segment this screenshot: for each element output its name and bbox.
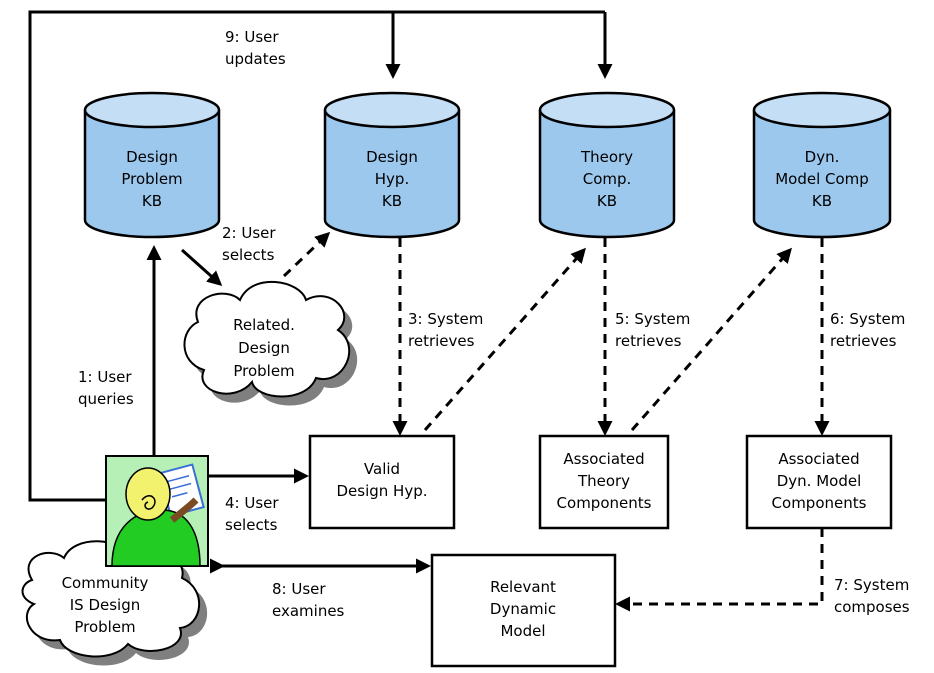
edge-9-loop-line: [28, 10, 605, 502]
relevant-dynamic-model-line-3: Model: [500, 622, 545, 640]
design-hyp-kb: Design Hyp. KB: [323, 91, 461, 239]
edge-7-system-composes: [615, 528, 824, 612]
valid-design-hyp-box: Valid Design Hyp.: [308, 434, 456, 530]
associated-theory-line-3: Components: [557, 494, 652, 512]
theory-comp-kb-line-3: KB: [597, 192, 617, 210]
relevant-dynamic-model-line-1: Relevant: [490, 578, 556, 596]
associated-dyn-model-line-1: Associated: [778, 450, 859, 468]
design-hyp-kb-line-3: KB: [382, 192, 402, 210]
associated-theory-line-2: Theory: [577, 472, 630, 490]
dyn-model-comp-kb-line-1: Dyn.: [805, 148, 840, 166]
theory-comp-kb: Theory Comp. KB: [538, 91, 676, 239]
associated-dyn-model-line-3: Components: [772, 494, 867, 512]
step-4-label-line-2: selects: [225, 516, 278, 534]
edge-2-to-related-problem: [180, 248, 223, 287]
step-6-label-line-2: retrieves: [830, 332, 897, 350]
step-3-label-line-1: 3: System: [408, 310, 483, 328]
design-hyp-kb-line-2: Hyp.: [375, 170, 409, 188]
related-design-problem-line-3: Problem: [233, 362, 294, 380]
step-9-label-line-1: 9: User: [225, 28, 279, 46]
step-6-label-line-1: 6: System: [830, 310, 905, 328]
relevant-dynamic-model-line-2: Dynamic: [490, 600, 556, 618]
design-problem-kb-line-3: KB: [142, 192, 162, 210]
community-cloud-line-3: Problem: [74, 618, 135, 636]
step-3-label-line-2: retrieves: [408, 332, 475, 350]
design-hyp-kb-line-1: Design: [366, 148, 418, 166]
dyn-model-comp-kb-line-2: Model Comp: [775, 170, 869, 188]
community-cloud-line-2: IS Design: [70, 596, 141, 614]
dyn-model-comp-kb-line-3: KB: [812, 192, 832, 210]
edge-2-to-design-hyp-kb: [282, 231, 331, 278]
design-problem-kb-line-1: Design: [126, 148, 178, 166]
step-8-label-line-1: 8: User: [272, 580, 326, 598]
step-7-label-line-2: composes: [834, 598, 910, 616]
step-9-label-line-2: updates: [225, 50, 286, 68]
step-1-label-line-2: queries: [78, 390, 134, 408]
related-design-problem-line-2: Design: [238, 339, 290, 357]
step-2-label-line-1: 2: User: [222, 224, 276, 242]
theory-comp-kb-line-2: Comp.: [583, 170, 632, 188]
step-4-label-line-1: 4: User: [225, 494, 279, 512]
edge-9-user-updates: [28, 10, 613, 502]
step-7-label-line-1: 7: System: [834, 576, 909, 594]
related-design-problem-line-1: Related.: [233, 316, 295, 334]
design-problem-kb-line-2: Problem: [121, 170, 182, 188]
step-5-label-line-1: 5: System: [615, 310, 690, 328]
edge-theory-to-dyn-kb: [630, 247, 792, 431]
valid-design-hyp-line-2: Design Hyp.: [336, 482, 427, 500]
valid-design-hyp-line-1: Valid: [364, 460, 400, 478]
associated-dyn-model-line-2: Dyn. Model: [777, 472, 862, 490]
relevant-dynamic-model-box: Relevant Dynamic Model: [430, 553, 617, 668]
step-2-label-line-2: selects: [222, 246, 275, 264]
step-1-label-line-1: 1: User: [78, 368, 132, 386]
community-is-design-problem-cloud: Community IS Design Problem: [21, 540, 208, 666]
theory-comp-kb-line-1: Theory: [580, 148, 633, 166]
associated-dyn-model-components-box: Associated Dyn. Model Components: [745, 434, 893, 530]
community-cloud-line-1: Community: [62, 574, 149, 592]
related-design-problem-cloud: Related. Design Problem: [183, 280, 358, 406]
associated-theory-components-box: Associated Theory Components: [538, 434, 670, 530]
user-icon: [105, 455, 209, 567]
dyn-model-comp-kb: Dyn. Model Comp KB: [752, 91, 892, 239]
associated-theory-line-1: Associated: [563, 450, 644, 468]
design-problem-kb: Design Problem KB: [83, 91, 221, 239]
step-5-label-line-2: retrieves: [615, 332, 682, 350]
step-8-label-line-2: examines: [272, 602, 345, 620]
edge-hyp-to-theory-kb: [423, 247, 586, 431]
